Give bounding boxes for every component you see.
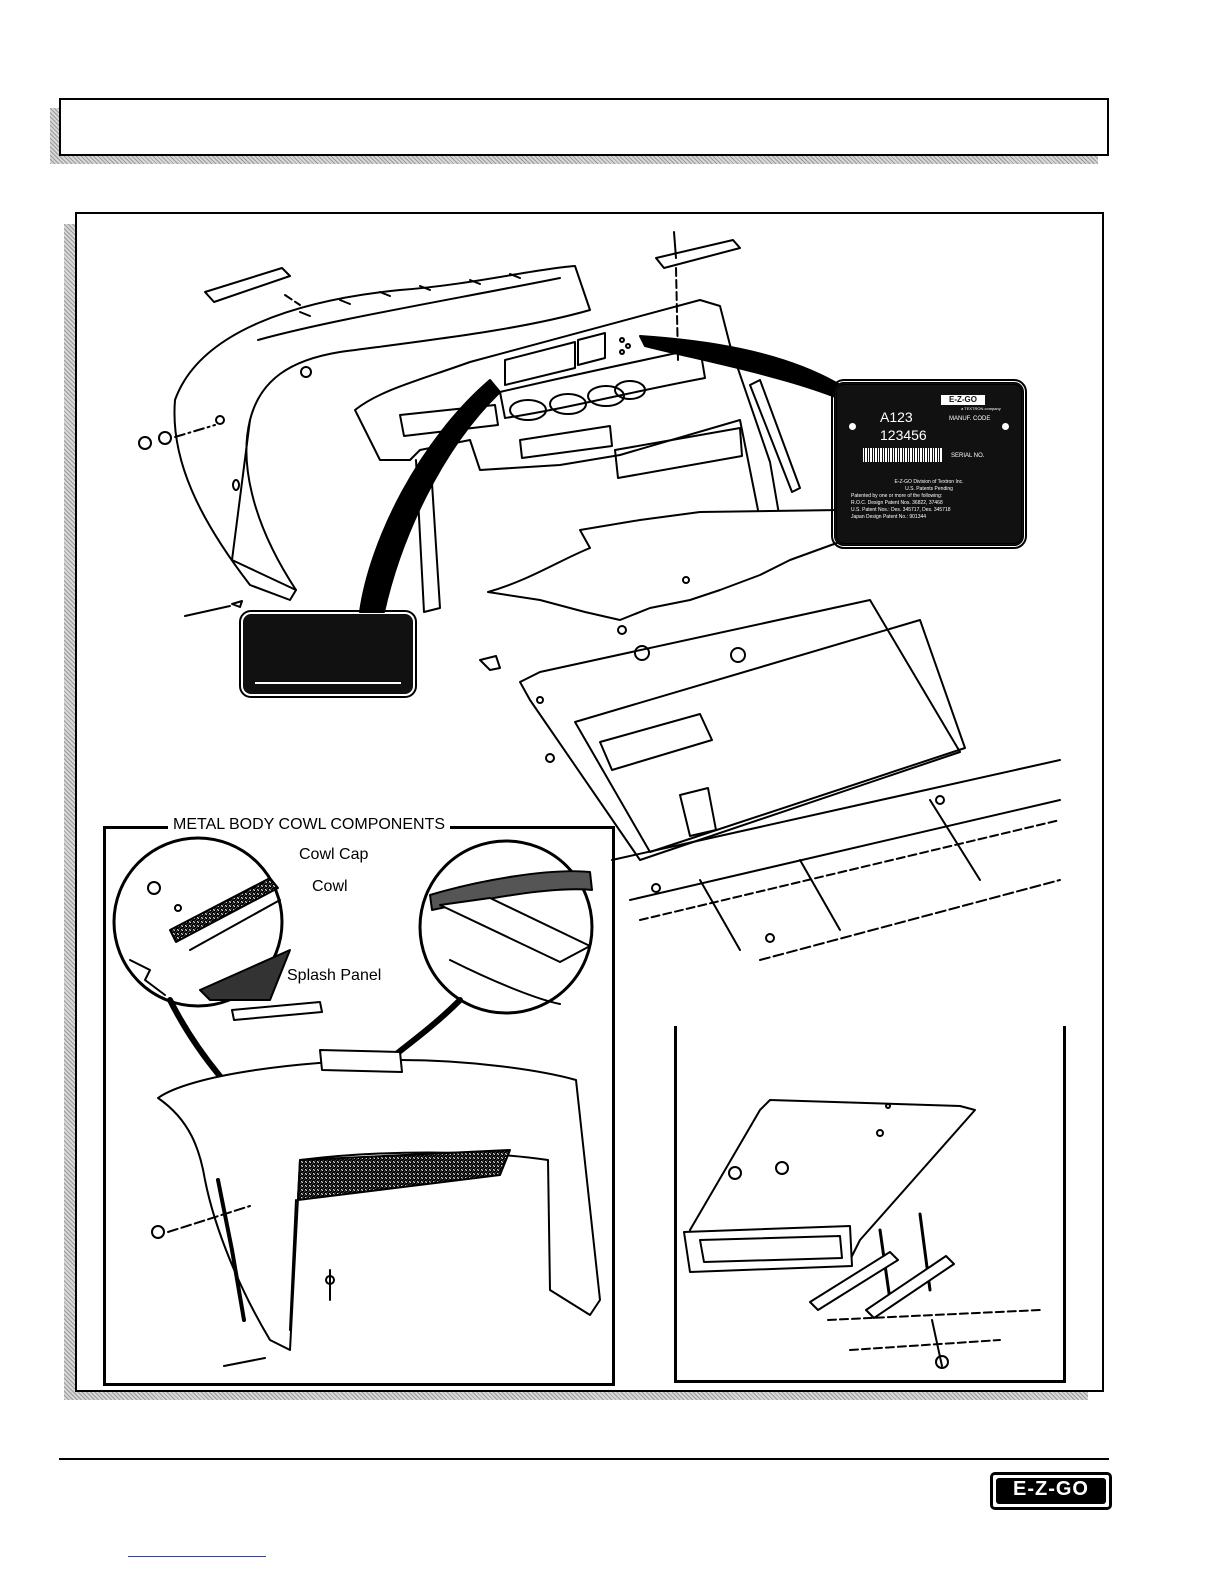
rivet-hole-icon bbox=[849, 423, 856, 430]
patent-line: U.S. Patent Nos.: Des. 345717, Des. 3457… bbox=[851, 507, 951, 513]
manufacturer-code: A123 bbox=[880, 409, 913, 425]
ezgo-logo: E-Z-GO bbox=[941, 395, 985, 405]
patent-line: Japan Design Patent No.: 901344 bbox=[851, 514, 927, 520]
metal-cowl-assembly bbox=[112, 836, 601, 1367]
dash-plate-leader bbox=[359, 379, 501, 613]
inset-title: METAL BODY COWL COMPONENTS bbox=[168, 816, 451, 834]
textron-tagline: a TEXTRON company bbox=[961, 406, 1001, 411]
patent-text: E-Z-GO Division of Textron Inc. U.S. Pat… bbox=[851, 479, 1007, 521]
serial-number-plate: E-Z-GO a TEXTRON company A123 MANUF. COD… bbox=[831, 379, 1027, 549]
plate-underline bbox=[255, 682, 401, 684]
patent-line: Patented by one or more of the following… bbox=[851, 493, 943, 499]
floorboard-bracket-assembly bbox=[683, 1099, 1041, 1369]
metal-body-cowl-inset bbox=[103, 826, 615, 1386]
dash-label-plate bbox=[239, 610, 417, 698]
cowl-label: Cowl bbox=[311, 878, 349, 896]
floorboard-inset bbox=[674, 1026, 1066, 1383]
footer-ezgo-logo: E-Z-GO bbox=[990, 1472, 1112, 1510]
serial-number-label: SERIAL NO. bbox=[951, 453, 985, 459]
footer-logo-text: E-Z-GO bbox=[996, 1478, 1106, 1504]
chassis-frame bbox=[479, 599, 1061, 961]
rivet-hole-icon bbox=[1002, 423, 1009, 430]
cowl-cap-left bbox=[204, 267, 301, 306]
serial-number: 123456 bbox=[880, 427, 927, 443]
barcode bbox=[863, 448, 943, 462]
dashboard bbox=[354, 299, 801, 613]
fastener-left bbox=[138, 424, 243, 617]
cowl-cap-label: Cowl Cap bbox=[298, 846, 370, 864]
patent-line: R.O.C. Design Patent Nos. 36822, 37468 bbox=[851, 500, 943, 506]
section-title-box bbox=[59, 98, 1109, 156]
front-cowl bbox=[173, 265, 591, 601]
footer-rule bbox=[59, 1458, 1109, 1460]
hyperlink-underline[interactable] bbox=[128, 1556, 266, 1557]
patent-line: E-Z-GO Division of Textron Inc. bbox=[894, 479, 964, 485]
manufacturer-code-label: MANUF. CODE bbox=[949, 416, 991, 422]
patent-line: U.S. Patents Pending bbox=[905, 486, 953, 492]
splash-panel-label: Splash Panel bbox=[286, 967, 383, 985]
floor-mat bbox=[487, 509, 846, 635]
